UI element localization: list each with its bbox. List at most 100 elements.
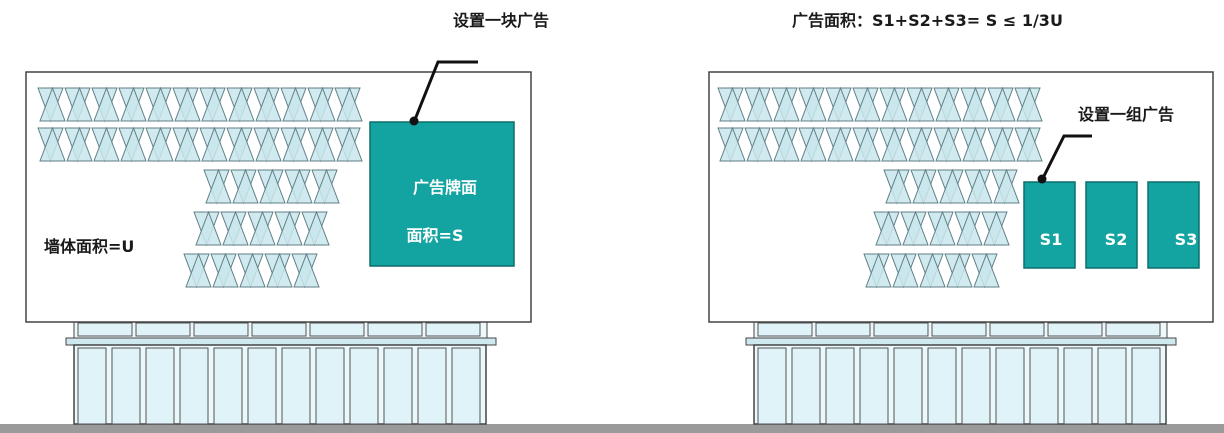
pattern-triangle bbox=[276, 210, 303, 246]
pattern-triangle bbox=[39, 86, 66, 122]
pattern-triangle bbox=[966, 168, 993, 204]
base-band-pane bbox=[757, 322, 813, 337]
base-band-pane bbox=[135, 322, 191, 337]
right-base bbox=[745, 320, 1177, 425]
pattern-triangle bbox=[881, 126, 908, 162]
base-glass-panel bbox=[859, 347, 889, 425]
pattern-triangle bbox=[222, 210, 249, 246]
base-glass-panel bbox=[757, 347, 787, 425]
base-glass-panel bbox=[417, 347, 447, 425]
base-glass-panel bbox=[995, 347, 1025, 425]
base-band-pane bbox=[425, 322, 481, 337]
right-callout-label: 设置一组广告 bbox=[1078, 105, 1174, 124]
pattern-triangle bbox=[147, 126, 174, 162]
pattern-triangle bbox=[881, 86, 908, 122]
pattern-triangle bbox=[255, 126, 282, 162]
base-glass-panel bbox=[893, 347, 923, 425]
pattern-triangle bbox=[303, 210, 330, 246]
billboard-area: 面积=S bbox=[407, 226, 464, 245]
pattern-triangle bbox=[854, 126, 881, 162]
pattern-triangle bbox=[919, 252, 946, 288]
ground-line bbox=[0, 424, 1224, 433]
base-ledge bbox=[65, 337, 497, 346]
area-formula: 广告面积：S1+S2+S3= S ≤ 1/3U bbox=[792, 11, 1063, 30]
left-billboard bbox=[369, 121, 515, 267]
pattern-triangle bbox=[935, 86, 962, 122]
left-seven-pattern bbox=[37, 86, 363, 289]
pattern-triangle bbox=[875, 210, 902, 246]
pattern-triangle bbox=[259, 168, 286, 204]
pattern-triangle bbox=[309, 86, 336, 122]
base-band-pane bbox=[251, 322, 307, 337]
pattern-triangle bbox=[854, 86, 881, 122]
right-building: S1 S2 S3 设置一组广告 广告面积：S1+S2+S3= S ≤ 1/3U bbox=[708, 11, 1214, 425]
pattern-triangle bbox=[800, 126, 827, 162]
pattern-triangle bbox=[228, 126, 255, 162]
left-callout-dot bbox=[409, 116, 419, 126]
left-callout-line bbox=[412, 60, 478, 123]
pattern-triangle bbox=[989, 86, 1016, 122]
pattern-triangle bbox=[185, 252, 212, 288]
base-band-pane bbox=[193, 322, 249, 337]
base-glass-panel bbox=[315, 347, 345, 425]
pattern-triangle bbox=[746, 86, 773, 122]
base-band-pane bbox=[931, 322, 987, 337]
base-ledge bbox=[745, 337, 1177, 346]
pattern-triangle bbox=[885, 168, 912, 204]
pattern-triangle bbox=[249, 210, 276, 246]
pattern-triangle bbox=[719, 126, 746, 162]
pattern-triangle bbox=[313, 168, 340, 204]
pattern-triangle bbox=[336, 86, 363, 122]
pattern-triangle bbox=[962, 126, 989, 162]
pattern-triangle bbox=[232, 168, 259, 204]
base-glass bbox=[753, 344, 1167, 425]
pattern-triangle bbox=[266, 252, 293, 288]
base-glass-panel bbox=[77, 347, 107, 425]
pattern-triangle bbox=[908, 86, 935, 122]
pattern-triangle bbox=[201, 126, 228, 162]
pattern-triangle bbox=[147, 86, 174, 122]
sign-s2-label: S2 bbox=[1105, 230, 1128, 249]
pattern-triangle bbox=[120, 126, 147, 162]
right-seven-pattern bbox=[717, 86, 1043, 289]
pattern-triangle bbox=[908, 126, 935, 162]
base-glass-panel bbox=[179, 347, 209, 425]
pattern-triangle bbox=[773, 86, 800, 122]
pattern-triangle bbox=[773, 126, 800, 162]
base-band-pane bbox=[1105, 322, 1161, 337]
left-building: 广告牌面 面积=S 墙体面积=U 设置一块广告 bbox=[25, 11, 549, 425]
pattern-triangle bbox=[282, 86, 309, 122]
sign-s3 bbox=[1147, 181, 1200, 269]
pattern-triangle bbox=[93, 86, 120, 122]
base-glass-panel bbox=[791, 347, 821, 425]
base-glass-panel bbox=[961, 347, 991, 425]
pattern-triangle bbox=[174, 86, 201, 122]
base-glass-panel bbox=[1029, 347, 1059, 425]
pattern-triangle bbox=[827, 126, 854, 162]
base-glass-panel bbox=[451, 347, 481, 425]
pattern-triangle bbox=[902, 210, 929, 246]
pattern-triangle bbox=[912, 168, 939, 204]
base-glass-panel bbox=[1097, 347, 1127, 425]
pattern-triangle bbox=[973, 252, 1000, 288]
left-callout-label: 设置一块广告 bbox=[453, 11, 549, 30]
sign-s1-label: S1 bbox=[1040, 230, 1063, 249]
pattern-triangle bbox=[892, 252, 919, 288]
pattern-triangle bbox=[719, 86, 746, 122]
pattern-triangle bbox=[1016, 126, 1043, 162]
base-glass-panel bbox=[1131, 347, 1161, 425]
pattern-triangle bbox=[120, 86, 147, 122]
wall-area-label: 墙体面积=U bbox=[44, 237, 134, 256]
pattern-triangle bbox=[929, 210, 956, 246]
pattern-triangle bbox=[93, 126, 120, 162]
base-glass-panel bbox=[825, 347, 855, 425]
sign-s2 bbox=[1085, 181, 1138, 269]
base-band-pane bbox=[367, 322, 423, 337]
pattern-triangle bbox=[282, 126, 309, 162]
pattern-triangle bbox=[239, 252, 266, 288]
pattern-triangle bbox=[939, 168, 966, 204]
pattern-triangle bbox=[293, 252, 320, 288]
pattern-triangle bbox=[39, 126, 66, 162]
pattern-triangle bbox=[800, 86, 827, 122]
